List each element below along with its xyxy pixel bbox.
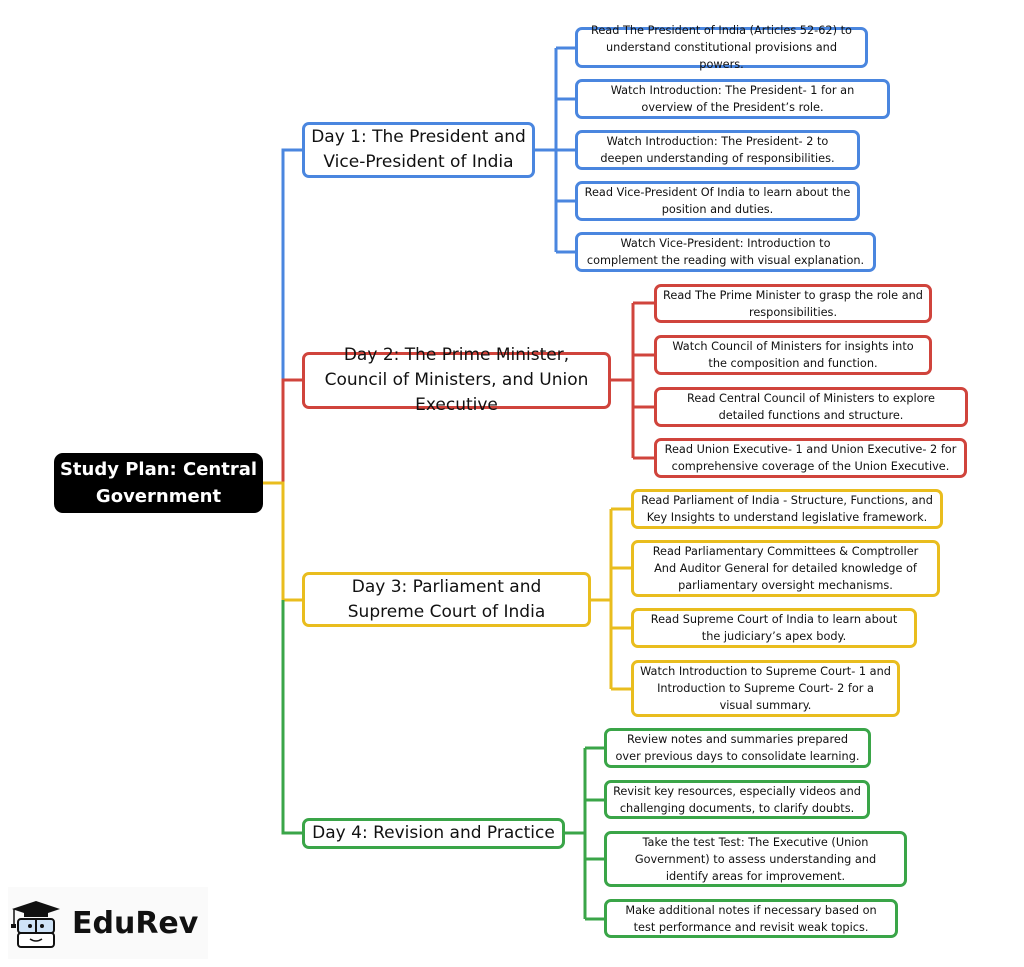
day1-connectors — [281, 46, 575, 483]
day1-item: Watch Introduction: The President- 1 for… — [575, 79, 890, 119]
root-node: Study Plan: Central Government — [54, 453, 263, 513]
item-text: Read Supreme Court of India to learn abo… — [650, 613, 898, 643]
day3-connectors — [263, 481, 631, 691]
day2-item: Read Union Executive- 1 and Union Execut… — [654, 438, 967, 478]
item-text: Watch Introduction: The President- 2 to … — [600, 135, 835, 165]
day3-item: Read Supreme Court of India to learn abo… — [631, 608, 917, 648]
day4-node: Day 4: Revision and Practice — [302, 818, 565, 849]
item-text: Read Parliament of India - Structure, Fu… — [641, 494, 933, 524]
item-text: Watch Introduction: The President- 1 for… — [610, 84, 855, 114]
item-text: Read Parliamentary Committees & Comptrol… — [652, 545, 919, 592]
item-text: Watch Introduction to Supreme Court- 1 a… — [640, 665, 891, 712]
day4-title: Day 4: Revision and Practice — [312, 823, 555, 843]
item-text: Review notes and summaries prepared over… — [615, 733, 860, 763]
day4-connectors — [281, 600, 604, 921]
edurev-logo: EduRev — [8, 887, 208, 959]
item-text: Take the test Test: The Executive (Union… — [634, 835, 877, 883]
day2-connectors — [281, 301, 654, 483]
day1-item: Watch Introduction: The President- 2 to … — [575, 130, 860, 170]
day3-title: Day 3: Parliament and Supreme Court of I… — [347, 576, 546, 622]
day2-node: Day 2: The Prime Minister, Council of Mi… — [302, 345, 611, 415]
day1-title: Day 1: The President and Vice-President … — [311, 127, 526, 172]
day3-node: Day 3: Parliament and Supreme Court of I… — [302, 572, 591, 627]
day2-title: Day 2: The Prime Minister, Council of Mi… — [324, 345, 589, 415]
day1-item: Read The President of India (Articles 52… — [575, 24, 868, 71]
graduation-cap-mascot-icon — [11, 901, 60, 948]
day4-item: Revisit key resources, especially videos… — [604, 780, 870, 819]
root-title: Study Plan: Central Government — [59, 459, 258, 507]
day2-item: Watch Council of Ministers for insights … — [654, 335, 932, 375]
day3-item: Read Parliament of India - Structure, Fu… — [631, 489, 943, 529]
day4-item: Take the test Test: The Executive (Union… — [604, 831, 907, 887]
day3-item: Watch Introduction to Supreme Court- 1 a… — [631, 660, 900, 717]
day1-item: Read Vice-President Of India to learn ab… — [575, 181, 860, 221]
day1-item: Watch Vice-President: Introduction to co… — [575, 232, 876, 272]
item-text: Revisit key resources, especially videos… — [613, 784, 861, 815]
item-text: Read Vice-President Of India to learn ab… — [584, 186, 851, 216]
day4-item: Make additional notes if necessary based… — [604, 899, 898, 938]
item-text: Read The President of India (Articles 52… — [591, 24, 852, 71]
day3-item: Read Parliamentary Committees & Comptrol… — [631, 540, 940, 597]
item-text: Watch Vice-President: Introduction to co… — [586, 237, 865, 267]
day2-item: Read The Prime Minister to grasp the rol… — [654, 284, 932, 323]
item-text: Read Union Executive- 1 and Union Execut… — [664, 443, 957, 473]
item-text: Read The Prime Minister to grasp the rol… — [663, 288, 923, 319]
item-text: Watch Council of Ministers for insights … — [672, 340, 914, 370]
item-text: Read Central Council of Ministers to exp… — [687, 392, 935, 422]
day1-node: Day 1: The President and Vice-President … — [302, 122, 535, 178]
item-text: Make additional notes if necessary based… — [625, 903, 877, 934]
logo-text: EduRev — [72, 905, 199, 941]
day2-item: Read Central Council of Ministers to exp… — [654, 387, 968, 427]
day4-item: Review notes and summaries prepared over… — [604, 728, 871, 768]
